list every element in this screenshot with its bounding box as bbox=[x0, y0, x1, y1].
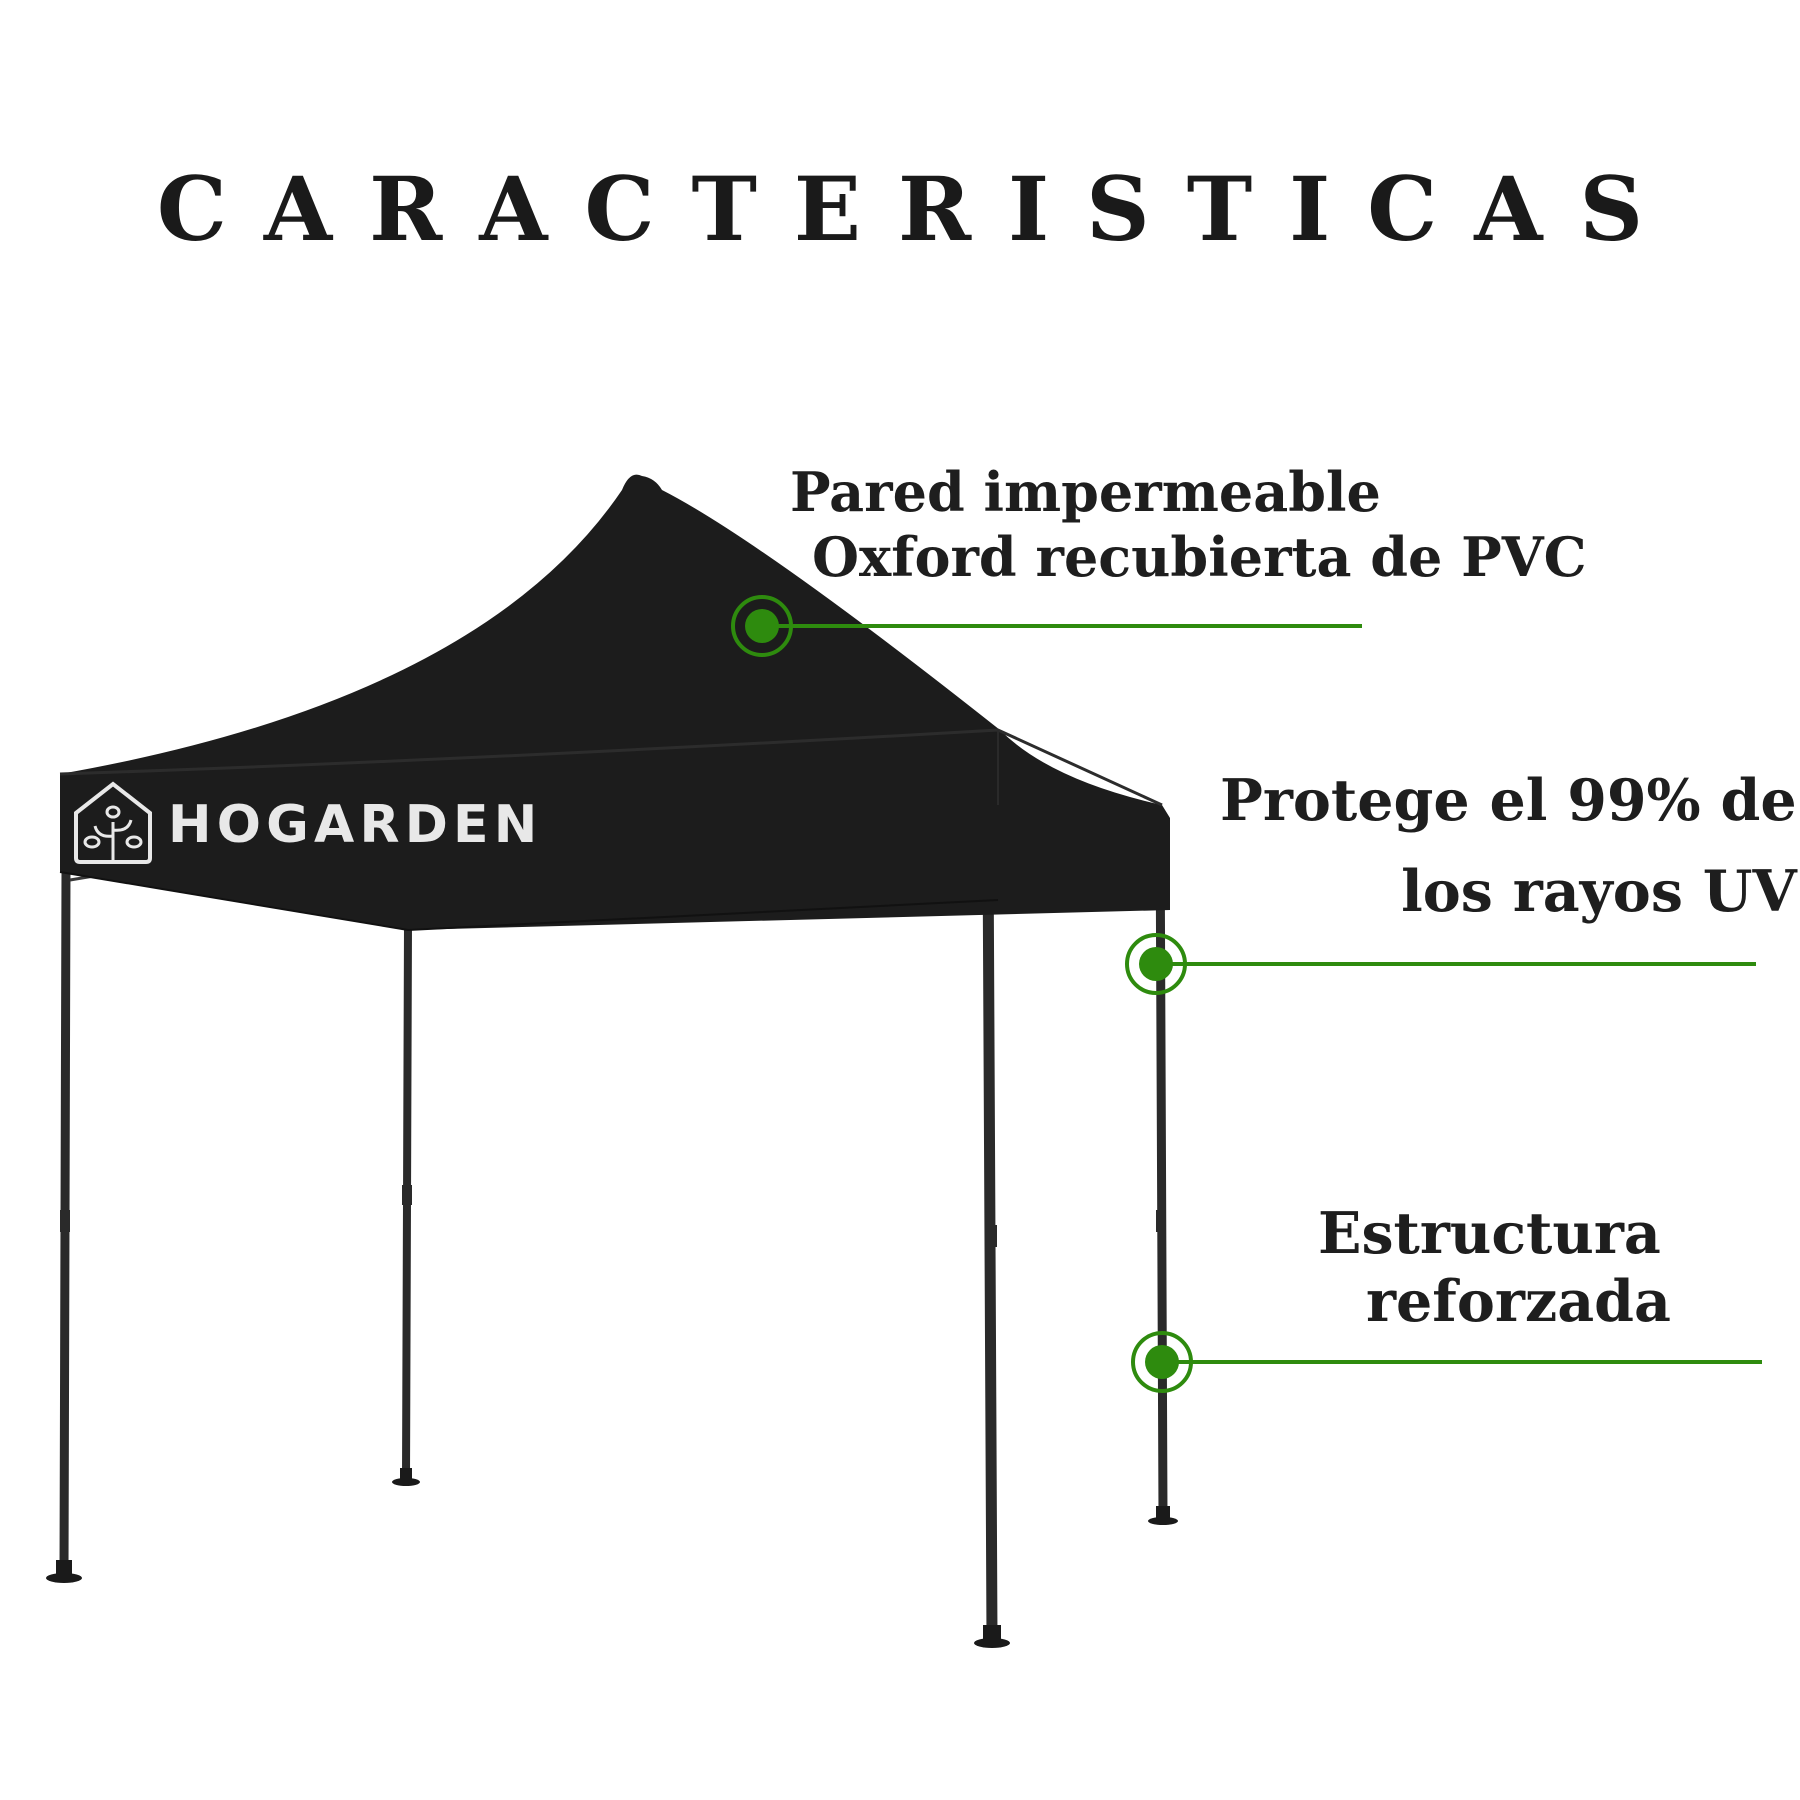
callout-uv bbox=[1125, 933, 1756, 995]
feature-structure-line1: Estructura bbox=[1318, 1200, 1661, 1267]
gazebo-frame bbox=[59, 810, 1168, 1644]
feature-waterproof: Pared impermeable Oxford recubierta de P… bbox=[790, 460, 1587, 590]
callout-waterproof bbox=[731, 595, 1362, 657]
canopy bbox=[59, 474, 1170, 932]
feature-uv: Protege el 99% de los rayos UV bbox=[1220, 755, 1797, 937]
feature-waterproof-line2: Oxford recubierta de PVC bbox=[812, 524, 1587, 589]
feature-uv-line1: Protege el 99% de bbox=[1220, 767, 1797, 834]
feature-structure-line2: reforzada bbox=[1366, 1268, 1671, 1336]
brand-name: HOGARDEN bbox=[168, 795, 543, 855]
gazebo-feet bbox=[46, 1468, 1178, 1648]
house-tree-logo bbox=[74, 781, 152, 864]
feature-uv-line2: los rayos UV bbox=[1401, 858, 1797, 926]
page-title: CARACTERISTICAS bbox=[156, 157, 1681, 261]
feature-structure: Estructura reforzada bbox=[1318, 1200, 1671, 1337]
feature-waterproof-line1: Pared impermeable bbox=[790, 460, 1381, 524]
callout-structure bbox=[1131, 1331, 1762, 1393]
